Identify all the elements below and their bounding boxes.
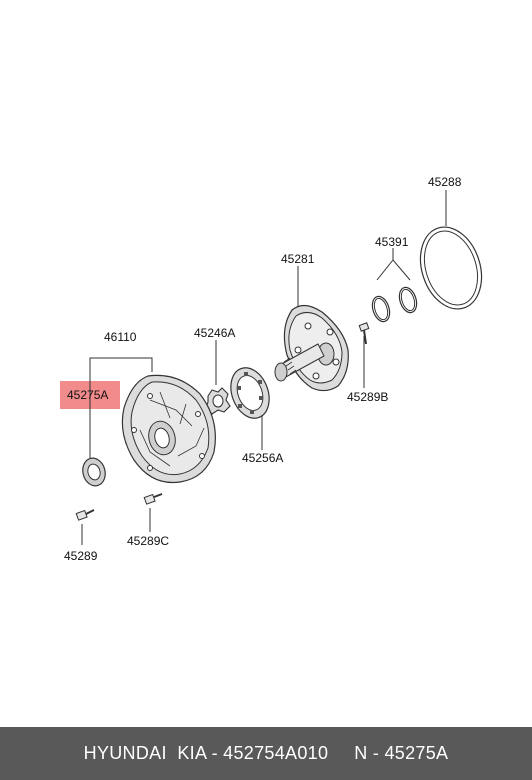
bolt-45289	[75, 509, 95, 521]
label-45281: 45281	[281, 252, 315, 266]
label-45256A: 45256A	[242, 451, 284, 465]
parts-diagram: 45288 45391 45281 46110 45246A 45275A 45…	[60, 175, 483, 563]
footer-oem-number: N - 45275A	[354, 743, 449, 763]
rings-45391	[371, 286, 418, 323]
label-45289C: 45289C	[127, 534, 170, 548]
label-45246A: 45246A	[194, 326, 236, 340]
bolt-45289C	[143, 493, 163, 505]
pump-housing-46110	[121, 374, 216, 484]
label-46110: 46110	[104, 330, 137, 344]
oil-seal-45275A	[82, 457, 106, 487]
leader-46110	[89, 357, 153, 402]
label-45391: 45391	[375, 235, 409, 249]
label-45289B: 45289B	[347, 390, 389, 404]
label-45289: 45289	[64, 549, 98, 563]
bolt-45289B	[358, 322, 370, 345]
footer-brand-part: HYUNDAI KIA - 452754A010	[83, 743, 329, 763]
ring-45288	[419, 226, 483, 310]
pump-cover-45281	[274, 304, 349, 392]
label-45275A: 45275A	[67, 388, 109, 402]
gear-ring-45256A	[230, 367, 270, 419]
exploded-view-drawing	[75, 190, 483, 545]
label-45288: 45288	[428, 175, 462, 189]
part-number-footer: HYUNDAI KIA - 452754A010 N - 45275A	[0, 727, 532, 780]
leader-45391	[376, 259, 411, 281]
